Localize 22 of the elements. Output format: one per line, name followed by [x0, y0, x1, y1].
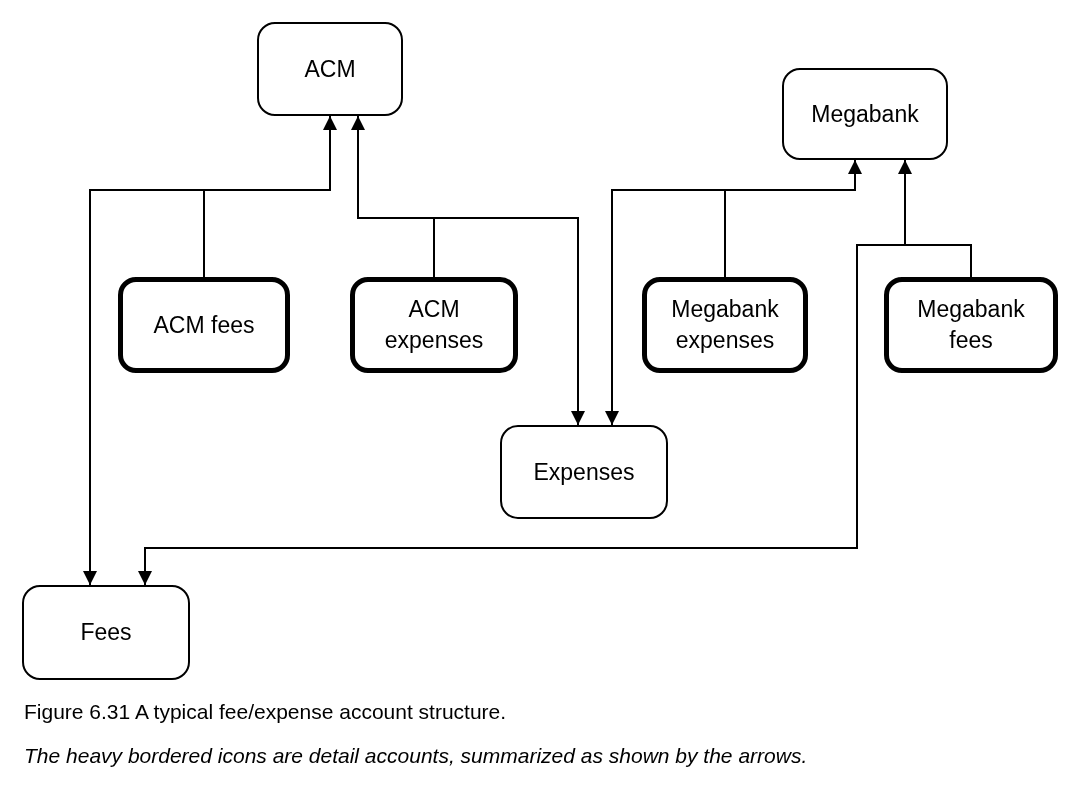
arrow: [433, 217, 585, 426]
detail-account-box: [884, 277, 1058, 373]
summary-account-box: [500, 425, 668, 519]
arrow: [83, 189, 205, 586]
summary-account-box: [782, 68, 948, 160]
figure-title: Figure 6.31 A typical fee/expense account structure.: [24, 700, 507, 724]
account-name: Megabank fees: [916, 295, 1026, 355]
summary-account-box: [22, 585, 190, 680]
detail-account-box: [350, 277, 518, 373]
summary-account-box: [257, 22, 403, 116]
account-name: Megabank: [810, 99, 920, 129]
account-name: Fees: [79, 618, 133, 647]
account-name: ACM expenses: [383, 295, 485, 355]
arrow: [138, 244, 972, 586]
detail-account-box: [642, 277, 808, 373]
arrow: [605, 189, 726, 426]
figure-caption: The heavy bordered icons are detail accounts, summarized as shown by the arrows.: [24, 744, 808, 768]
detail-account-box: [118, 277, 290, 373]
account-name: Megabank expenses: [670, 295, 780, 355]
account-name: ACM fees: [152, 310, 256, 340]
account-name: ACM: [303, 54, 357, 84]
account-name: Expenses: [532, 457, 636, 487]
